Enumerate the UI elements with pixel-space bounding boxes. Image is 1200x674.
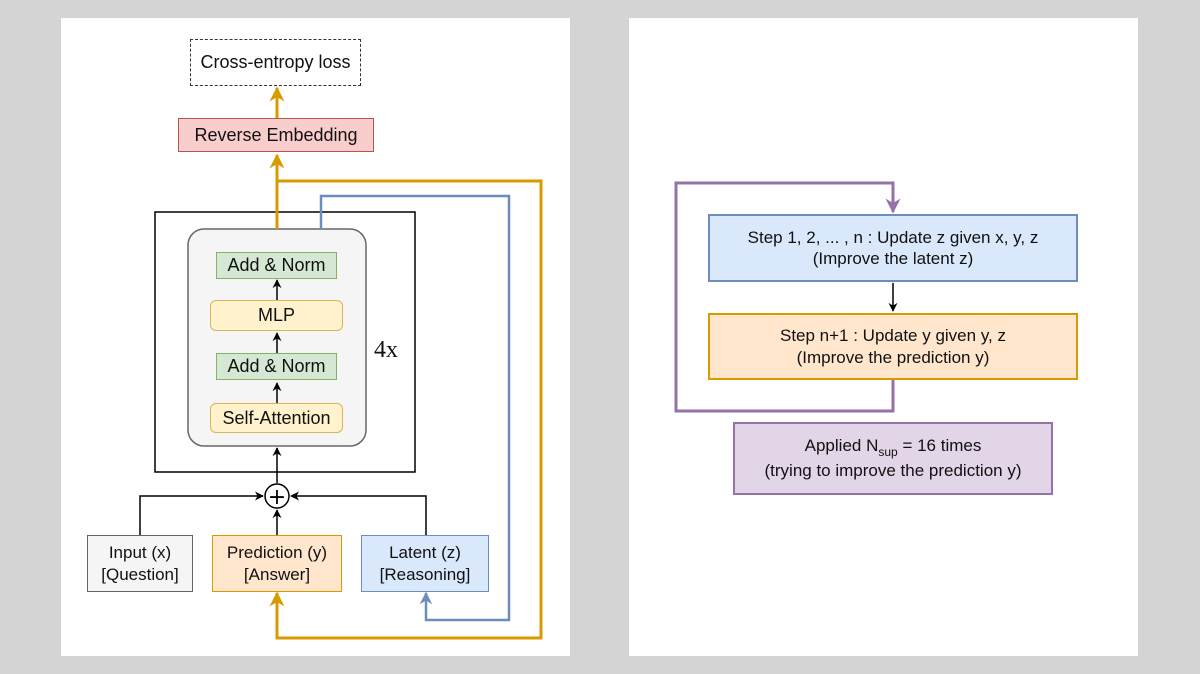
reverse-embedding-label: Reverse Embedding [194, 124, 358, 145]
add-norm-bottom-box: Add & Norm [216, 353, 337, 380]
loss-label: Cross-entropy loss [200, 52, 351, 73]
latent-box: Latent (z) [Reasoning] [361, 535, 489, 592]
mlp-box: MLP [210, 300, 343, 331]
latent-sublabel: [Reasoning] [379, 564, 471, 584]
step-update-z-box: Step 1, 2, ... , n : Update z given x, y… [708, 214, 1078, 282]
step-update-y-sublabel: (Improve the prediction y) [796, 347, 990, 367]
applied-times-box: Applied Nsup = 16 times (trying to impro… [733, 422, 1053, 495]
applied-times-label: Applied Nsup = 16 times [805, 435, 982, 460]
add-norm-bottom-label: Add & Norm [227, 356, 326, 377]
input-box: Input (x) [Question] [87, 535, 193, 592]
prediction-sublabel: [Answer] [243, 564, 311, 584]
step-update-z-sublabel: (Improve the latent z) [812, 249, 974, 268]
applied-prefix: Applied N [804, 436, 879, 456]
applied-subscript: sup [878, 445, 898, 460]
self-attention-label: Self-Attention [222, 407, 331, 428]
add-norm-top-box: Add & Norm [216, 252, 337, 279]
applied-suffix: = 16 times [897, 436, 982, 456]
input-label: Input (x) [108, 543, 172, 563]
self-attention-box: Self-Attention [210, 403, 343, 433]
step-update-y-box: Step n+1 : Update y given y, z (Improve … [708, 313, 1078, 380]
input-sublabel: [Question] [101, 564, 179, 584]
mlp-label: MLP [257, 305, 295, 326]
step-update-y-label: Step n+1 : Update y given y, z [779, 326, 1006, 346]
prediction-label: Prediction (y) [226, 543, 328, 563]
latent-label: Latent (z) [389, 543, 461, 563]
step-update-z-label: Step 1, 2, ... , n : Update z given x, y… [747, 227, 1039, 247]
loss-box: Cross-entropy loss [190, 39, 361, 86]
add-norm-top-label: Add & Norm [227, 255, 326, 276]
prediction-box: Prediction (y) [Answer] [212, 535, 342, 592]
applied-times-sublabel: (trying to improve the prediction y) [764, 461, 1022, 481]
reverse-embedding-box: Reverse Embedding [178, 118, 374, 152]
